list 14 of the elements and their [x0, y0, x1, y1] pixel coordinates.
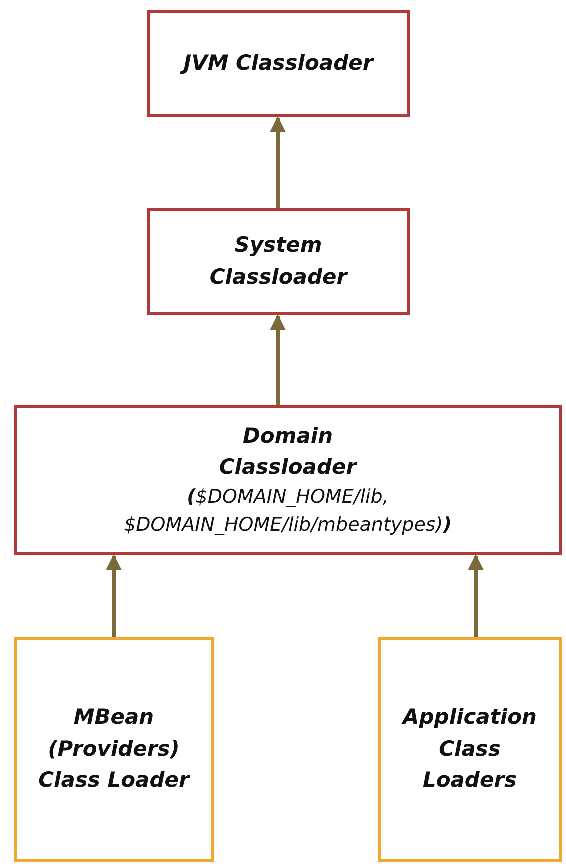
- box-title: Domain Classloader: [218, 422, 359, 482]
- arrow: [468, 554, 484, 637]
- box-title: Application Class Loaders: [400, 704, 538, 794]
- arrow: [106, 554, 122, 637]
- process-box: [147, 208, 410, 315]
- arrow: [270, 116, 286, 208]
- process-box: [14, 405, 562, 555]
- path-note: ($DOMAIN_HOME/lib, $DOMAIN_HOME/lib/mbeantypes)): [123, 484, 453, 538]
- arrow: [270, 314, 286, 405]
- process-box: [147, 10, 410, 117]
- process-box: [378, 637, 562, 862]
- box-title: System Classloader: [208, 232, 350, 290]
- process-box: [14, 637, 214, 862]
- box-title: MBean (Providers) Class Loader: [38, 704, 192, 794]
